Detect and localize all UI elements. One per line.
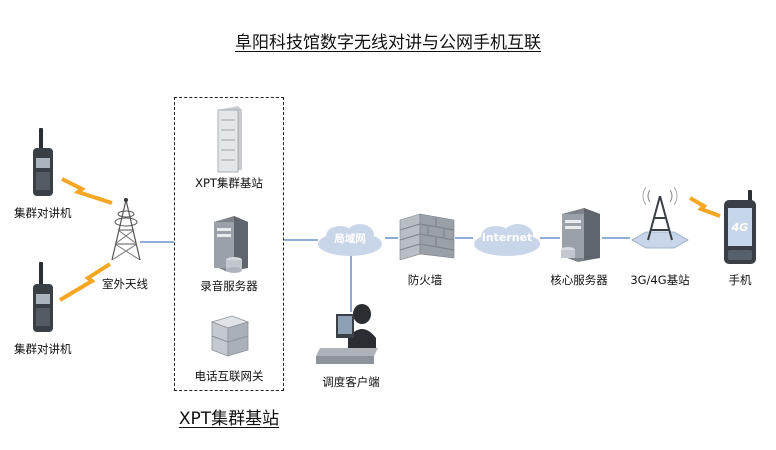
wireless-signal-3-icon <box>689 196 721 218</box>
wireless-signal-2-icon <box>58 262 112 302</box>
radio-2-label: 集群对讲机 <box>14 342 72 356</box>
internet-cloud-icon <box>474 224 540 256</box>
base-station-label: 3G/4G基站 <box>630 273 690 287</box>
base-station-tower-icon <box>631 186 689 249</box>
gateway-icon <box>210 315 250 357</box>
dispatcher-icon <box>316 304 378 364</box>
wireless-signal-1-icon <box>61 177 113 205</box>
xpt-group-label: XPT集群基站 <box>178 409 280 429</box>
dispatch-label: 调度客户端 <box>322 375 380 389</box>
recorder-server-icon <box>214 216 248 273</box>
phone-icon <box>724 190 756 264</box>
gateway-label: 电话互联网关 <box>194 369 264 383</box>
radio-1-label: 集群对讲机 <box>14 206 72 220</box>
xpt-station-label: XPT集群基站 <box>195 176 263 190</box>
lan-label: 局域网 <box>334 233 366 245</box>
radio-2-icon <box>33 262 53 332</box>
phone-label: 手机 <box>728 273 752 287</box>
rack-server-icon <box>217 106 242 173</box>
diagram-title: 阜阳科技馆数字无线对讲与公网手机互联 <box>235 33 541 53</box>
phone-4g-badge: 4G <box>731 221 749 234</box>
core-server-icon <box>561 208 600 262</box>
antenna-tower-icon <box>111 198 141 261</box>
firewall-icon <box>399 213 455 261</box>
lan-cloud-icon <box>318 224 382 256</box>
recorder-label: 录音服务器 <box>200 279 258 293</box>
antenna-label: 室外天线 <box>102 277 148 291</box>
core-server-label: 核心服务器 <box>550 273 608 287</box>
internet-label: Internet <box>481 231 533 244</box>
radio-1-icon <box>33 128 53 196</box>
firewall-label: 防火墙 <box>407 273 443 287</box>
xpt-group-box <box>174 97 284 391</box>
